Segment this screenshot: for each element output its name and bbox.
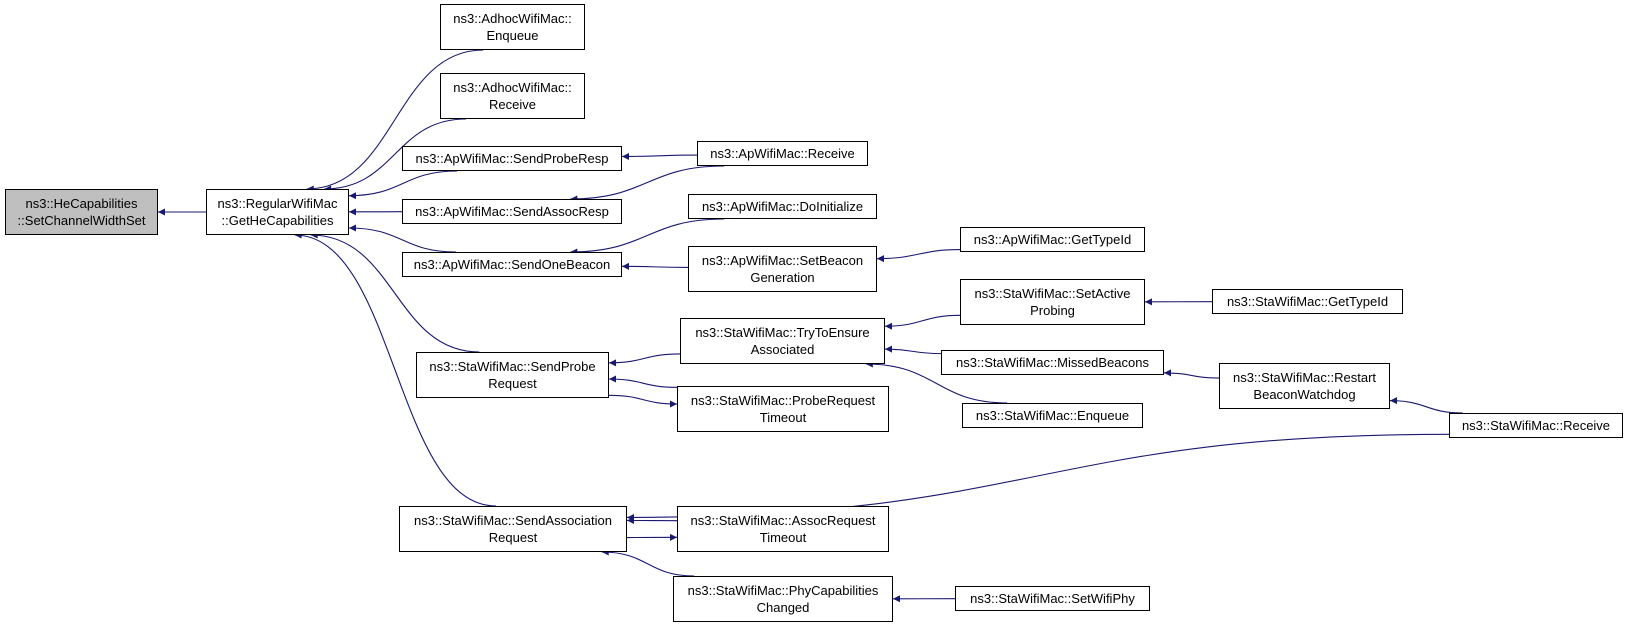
node-ap-sendproberesp[interactable]: ns3::ApWifiMac::SendProbeResp: [402, 146, 622, 171]
node-label-line: ns3::StaWifiMac::Enqueue: [975, 408, 1130, 423]
node-label-line: ns3::ApWifiMac::Receive: [710, 146, 855, 161]
node-label-line: ns3::StaWifiMac::Receive: [1461, 418, 1611, 433]
call-edge-ap_gettypeid-to-ap_setbeacongen: [876, 249, 961, 263]
node-label-line: Changed: [756, 600, 810, 615]
call-edge-adhoc_receive-to-regular_getcaps: [324, 118, 466, 193]
call-edge-sta_restartbeacon-to-sta_missedbeacons: [1163, 369, 1220, 379]
call-edge-adhoc_enqueue-to-regular_getcaps: [306, 49, 484, 193]
call-edge-ap_setbeacongen-to-ap_sendonebeacon: [621, 262, 689, 270]
node-label-line: ns3::StaWifiMac::MissedBeacons: [956, 355, 1149, 370]
node-label-line: ns3::StaWifiMac::TryToEnsure: [695, 325, 870, 340]
node-label-line: ns3::StaWifiMac::ProbeRequest: [690, 393, 876, 408]
node-label-line: Generation: [750, 270, 815, 285]
call-edge-ap_sendproberesp-to-regular_getcaps: [348, 170, 458, 200]
node-label-line: ns3::ApWifiMac::SendProbeResp: [415, 151, 609, 166]
node-label-line: ns3::ApWifiMac::SendAssocResp: [415, 204, 609, 219]
node-regular-getcapabilities[interactable]: ns3::RegularWifiMac ::GetHeCapabilities: [206, 189, 349, 235]
node-label-line: Request: [488, 376, 537, 391]
node-label-line: ns3::StaWifiMac::SendProbe: [429, 359, 596, 374]
node-sta-enqueue[interactable]: ns3::StaWifiMac::Enqueue: [962, 403, 1143, 428]
node-sta-proberequesttimeout[interactable]: ns3::StaWifiMac::ProbeRequest Timeout: [677, 386, 889, 432]
node-label-line: ns3::StaWifiMac::Restart: [1232, 370, 1377, 385]
node-label-line: ns3::StaWifiMac::SetActive: [974, 286, 1131, 301]
node-sta-assocrequesttimeout[interactable]: ns3::StaWifiMac::AssocRequest Timeout: [677, 506, 889, 552]
call-edge-sta_setactiveprobing-to-sta_trytoensure: [884, 314, 961, 330]
node-label-line: Associated: [750, 342, 815, 357]
call-edge-ap_doinitialize-to-ap_sendonebeacon: [570, 218, 725, 256]
node-label-line: Request: [488, 530, 538, 545]
call-edge-sta_receive-to-sta_sendassocreq: [626, 433, 1450, 521]
node-sta-setwifiphy[interactable]: ns3::StaWifiMac::SetWifiPhy: [955, 586, 1150, 611]
node-label-line: Receive: [489, 97, 536, 112]
node-adhoc-enqueue[interactable]: ns3::AdhocWifiMac:: Enqueue: [440, 4, 585, 50]
node-ap-gettypeid[interactable]: ns3::ApWifiMac::GetTypeId: [960, 227, 1145, 252]
call-edge-ap_sendonebeacon-to-regular_getcaps: [348, 224, 457, 253]
node-sta-receive[interactable]: ns3::StaWifiMac::Receive: [1449, 413, 1623, 438]
node-label-line: ns3::StaWifiMac::SetWifiPhy: [970, 591, 1135, 606]
node-label-line: Enqueue: [486, 28, 539, 43]
call-edge-sta_receive-to-sta_restartbeacon: [1389, 397, 1463, 414]
node-label-line: Timeout: [759, 530, 807, 545]
node-ap-receive[interactable]: ns3::ApWifiMac::Receive: [697, 141, 868, 166]
call-edge-ap_receive-to-ap_sendproberesp: [621, 152, 698, 160]
node-label-line: ns3::StaWifiMac::AssocRequest: [690, 513, 876, 528]
node-sta-missedbeacons[interactable]: ns3::StaWifiMac::MissedBeacons: [941, 350, 1164, 375]
node-label-line: ns3::RegularWifiMac: [217, 196, 338, 211]
call-edge-sta_sendprobereq-to-sta_probereqtimeout: [608, 394, 678, 408]
node-ap-doinitialize[interactable]: ns3::ApWifiMac::DoInitialize: [688, 194, 877, 219]
node-label-line: ns3::AdhocWifiMac::: [453, 11, 572, 26]
node-adhoc-receive[interactable]: ns3::AdhocWifiMac:: Receive: [440, 73, 585, 119]
node-label-line: BeaconWatchdog: [1253, 387, 1356, 402]
node-ap-sendassocresp[interactable]: ns3::ApWifiMac::SendAssocResp: [402, 199, 622, 224]
call-edge-sta_trytoensure-to-sta_sendprobereq: [608, 353, 681, 367]
node-label-line: ns3::StaWifiMac::GetTypeId: [1226, 294, 1389, 309]
node-label-line: Timeout: [759, 410, 807, 425]
node-label-line: ns3::ApWifiMac::SetBeacon: [701, 253, 864, 268]
node-label-line: ns3::StaWifiMac::SendAssociation: [414, 513, 612, 528]
node-label-line: ns3::StaWifiMac::PhyCapabilities: [687, 583, 879, 598]
node-label-line: ::GetHeCapabilities: [221, 213, 334, 228]
node-label-line: ns3::HeCapabilities: [25, 196, 138, 211]
call-edge-sta_missedbeacons-to-sta_trytoensure: [884, 345, 942, 355]
call-edge-sta_enqueue-to-sta_trytoensure: [865, 360, 1008, 404]
node-sta-setactiveprobing[interactable]: ns3::StaWifiMac::SetActive Probing: [960, 279, 1145, 325]
call-edge-sta_sendassocreq-to-regular_getcaps: [294, 231, 496, 507]
call-edge-sta_sendprobereq-to-regular_getcaps: [310, 231, 480, 353]
node-sta-trytoensureassociated[interactable]: ns3::StaWifiMac::TryToEnsure Associated: [680, 318, 885, 364]
node-ap-setbeacongeneration[interactable]: ns3::ApWifiMac::SetBeacon Generation: [688, 246, 877, 292]
node-sta-restartbeaconwatchdog[interactable]: ns3::StaWifiMac::Restart BeaconWatchdog: [1219, 363, 1390, 409]
node-label-line: ::SetChannelWidthSet: [17, 213, 146, 228]
node-label-line: ns3::ApWifiMac::GetTypeId: [973, 232, 1132, 247]
node-he-setchannelwidthset: ns3::HeCapabilities ::SetChannelWidthSet: [5, 189, 158, 235]
node-label-line: ns3::ApWifiMac::DoInitialize: [701, 199, 864, 214]
node-label-line: ns3::AdhocWifiMac::: [453, 80, 572, 95]
call-edge-ap_receive-to-ap_sendassocresp: [570, 165, 725, 203]
node-sta-sendassociationrequest[interactable]: ns3::StaWifiMac::SendAssociation Request: [399, 506, 627, 552]
node-ap-sendonebeacon[interactable]: ns3::ApWifiMac::SendOneBeacon: [402, 252, 622, 277]
node-sta-gettypeid[interactable]: ns3::StaWifiMac::GetTypeId: [1212, 289, 1403, 314]
node-label-line: Probing: [1030, 303, 1075, 318]
node-sta-phycapabilitieschanged[interactable]: ns3::StaWifiMac::PhyCapabilities Changed: [673, 576, 893, 622]
call-edge-sta_phycapchanged-to-sta_sendassocreq: [601, 548, 695, 577]
node-label-line: ns3::ApWifiMac::SendOneBeacon: [413, 257, 611, 272]
call-edge-sta_probereqtimeout-to-sta_sendprobereq: [608, 375, 678, 388]
node-sta-sendproberequest[interactable]: ns3::StaWifiMac::SendProbe Request: [416, 352, 609, 398]
